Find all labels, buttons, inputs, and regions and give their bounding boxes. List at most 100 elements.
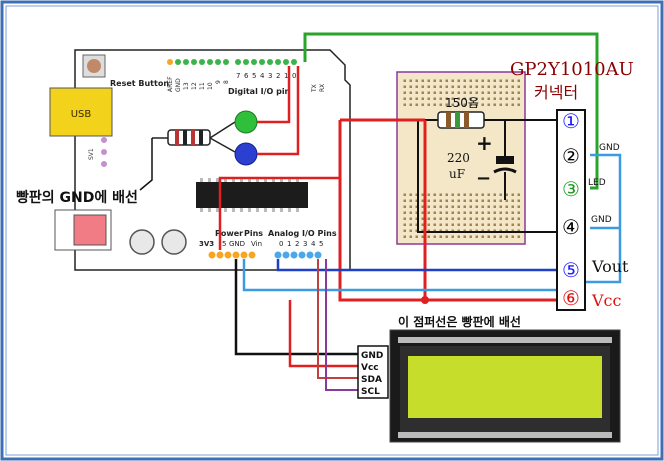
- resistor-150: [437, 111, 485, 129]
- digital-pin-dot: [167, 59, 173, 65]
- breadboard-holes: [402, 78, 520, 238]
- connector-pin-label: Vcc: [591, 291, 622, 310]
- connector-pin-num: ④: [562, 215, 580, 239]
- chip-pin: [200, 208, 203, 212]
- analog-pin-dot: [274, 251, 282, 259]
- connector-pin-label: LED: [588, 178, 606, 188]
- lcd-screen: [408, 356, 602, 418]
- digital-pin-dot: [291, 59, 297, 65]
- chip-pin: [280, 178, 283, 182]
- resistor-band: [446, 112, 451, 128]
- digital-pin-dot: [199, 59, 205, 65]
- wire-lcd-sda: [317, 259, 358, 379]
- analog-pin-label: 1: [287, 240, 291, 248]
- blue-led: [234, 142, 258, 166]
- digital-pin-label: 0: [292, 72, 296, 80]
- chip-pin: [200, 178, 203, 182]
- power-pin-dot: [248, 251, 256, 259]
- inner-frame: [5, 5, 659, 456]
- digital-pin-label: 13: [183, 82, 190, 90]
- resistor-band: [199, 130, 203, 145]
- connector-pin-num: ⑤: [562, 258, 580, 282]
- capacitor-plate-curved: [493, 167, 517, 174]
- power-pin-label: 5: [222, 240, 226, 248]
- lcd-pin-box: [357, 345, 389, 399]
- green-led: [234, 110, 258, 134]
- digital-pin-label: 1: [284, 72, 288, 80]
- board-capacitor: [161, 229, 187, 255]
- lcd-pin-label: SCL: [361, 387, 380, 397]
- wire-red-5v: [218, 176, 340, 250]
- digital-pin-dot: [183, 59, 189, 65]
- chip-pin: [248, 208, 251, 212]
- analog-pin-label: 0: [279, 240, 283, 248]
- board-capacitor: [129, 229, 155, 255]
- wire-lcd-vcc: [288, 300, 358, 368]
- connector-pin-label: GND: [599, 143, 620, 153]
- connector-pin-num: ②: [562, 144, 580, 168]
- digital-pin-dot: [215, 59, 221, 65]
- wire-lightblue-gnd: [242, 259, 560, 292]
- analog-pin-dot: [306, 251, 314, 259]
- breadboard-hole-area: [402, 78, 520, 106]
- resistor-band: [191, 130, 195, 145]
- capacitor-plate: [496, 156, 514, 164]
- digital-pin-label: 5: [252, 72, 256, 80]
- chip-pin: [296, 178, 299, 182]
- connector-title: 커넥터: [534, 83, 578, 102]
- chip-pin: [216, 178, 219, 182]
- power-pin-label: Vin: [251, 240, 262, 248]
- analog-pin-labels: 0 1 2 3 4 5: [279, 240, 323, 248]
- digital-pin-label: 6: [244, 72, 249, 80]
- resistor-band: [464, 112, 469, 128]
- wire-lcd-scl: [325, 259, 358, 391]
- atmega-chip: [196, 182, 308, 208]
- digital-pin-numbers: 7 6 5 4 3 2 1 0: [236, 72, 296, 80]
- sv1-pin: [101, 161, 107, 167]
- power-pin-dot: [208, 251, 216, 259]
- chip-pin: [272, 208, 275, 212]
- lcd-header-pins: [398, 337, 612, 343]
- chip-pin: [240, 178, 243, 182]
- analog-pin-label: 4: [311, 240, 316, 248]
- chip-pin: [288, 178, 291, 182]
- chip-pin: [224, 208, 227, 212]
- power-jack-socket: [73, 214, 107, 246]
- connector-pin-num: ③: [562, 177, 580, 201]
- chip-pin: [288, 208, 291, 212]
- capacitor-value: 220: [447, 151, 470, 165]
- chip-pin: [248, 178, 251, 182]
- connector-pin-label: GND: [591, 215, 612, 225]
- lcd-pin-label: Vcc: [361, 363, 379, 373]
- usb-connector: [49, 87, 113, 137]
- arduino-board: [74, 49, 351, 271]
- tx-label: TX: [311, 84, 318, 93]
- digital-io-label: Digital I/O pin: [228, 87, 291, 96]
- analog-pin-dot: [282, 251, 290, 259]
- digital-pin-dot: [251, 59, 257, 65]
- capacitor-minus: −: [476, 168, 491, 189]
- board-resistor: [167, 129, 211, 146]
- capacitor-unit: uF: [449, 167, 465, 181]
- chip-pin: [232, 208, 235, 212]
- digital-pin-dot: [283, 59, 289, 65]
- analog-pin-label: 5: [319, 240, 323, 248]
- resistor-label: 150옴: [445, 96, 479, 110]
- digital-pin-labels: AREF GND 13 12 11 10 9 8: [167, 76, 230, 92]
- chip-pin: [296, 208, 299, 212]
- digital-pin-label: 9: [215, 80, 222, 84]
- reset-label: Reset Button: [110, 79, 169, 88]
- analog-pin-dot: [298, 251, 306, 259]
- chip-pin: [256, 208, 259, 212]
- pins-label: Pins: [244, 229, 263, 238]
- digital-pin-dot: [259, 59, 265, 65]
- wire-lightblue-gnd2: [560, 153, 622, 284]
- chip-pin: [256, 178, 259, 182]
- wire-red-led2: [257, 66, 300, 156]
- power-pin-label: 3V3: [199, 240, 214, 248]
- breadboard-hole-area: [402, 190, 520, 238]
- chip-pin: [280, 208, 283, 212]
- digital-pin-dot: [207, 59, 213, 65]
- connector-pin-label: Vout: [591, 257, 629, 276]
